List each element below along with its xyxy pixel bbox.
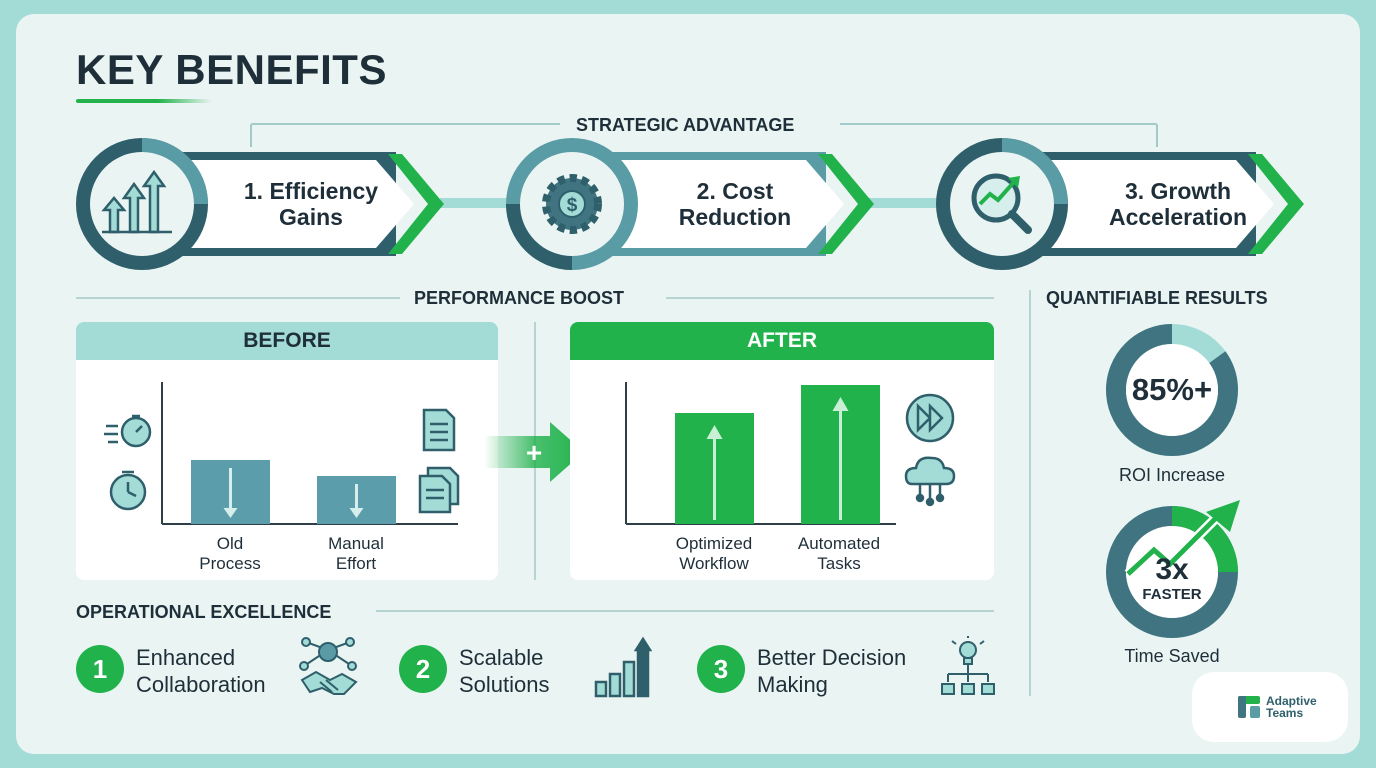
op-item-2-line2: Solutions: [459, 672, 550, 697]
brand-line2: Teams: [1266, 706, 1304, 720]
before-bar-2-label-line1: Manual: [328, 534, 384, 553]
op-item-3-number: 3: [697, 645, 745, 693]
step-1-text: 1. Efficiency Gains: [226, 178, 396, 230]
operational-excellence-label: OPERATIONAL EXCELLENCE: [76, 602, 332, 622]
adaptive-teams-logo-icon: [1238, 696, 1260, 718]
before-bar-2-label-line2: Effort: [335, 554, 377, 573]
roi-donut: [1106, 324, 1238, 456]
op-item-1-line2: Collaboration: [136, 672, 266, 697]
page-title: KEY BENEFITS: [76, 46, 387, 93]
after-bar-2-up-arrow-icon: [832, 397, 849, 411]
time-saved-gauge: [1106, 500, 1240, 638]
brand-line1: Adaptive: [1266, 694, 1317, 708]
before-bar-1-label-line1: Old: [216, 534, 244, 553]
op-item-2-text: Scalable Solutions: [459, 644, 550, 698]
dollar-gear-icon: $: [542, 174, 602, 234]
title-underline: [76, 99, 212, 103]
after-bar-1-label: Optimized Workflow: [660, 534, 768, 574]
lightbulb-flow-icon: [941, 636, 995, 695]
op-item-3-line1: Better Decision: [757, 645, 907, 670]
after-header: AFTER: [570, 322, 994, 360]
step-3-text: 3. Growth Acceleration: [1090, 178, 1266, 230]
stopwatch-speed-icon: [104, 414, 152, 448]
brand-text: Adaptive Teams: [1266, 695, 1317, 719]
op-item-1-line1: Enhanced: [136, 645, 236, 670]
step-3-subtitle: Acceleration: [1108, 204, 1248, 230]
after-bar-2-label-line1: Automated: [797, 534, 881, 553]
before-bar-2-label: Manual Effort: [306, 534, 406, 574]
transition-arrow: +: [484, 422, 584, 482]
op-item-2-number: 2: [399, 645, 447, 693]
brand-badge: [1192, 672, 1348, 742]
before-header: BEFORE: [76, 322, 498, 360]
op-item-2-line1: Scalable: [459, 645, 544, 670]
after-panel: AFTER: [570, 322, 994, 580]
strategic-advantage-label: STRATEGIC ADVANTAGE: [576, 115, 795, 135]
after-bar-2-label-line2: Tasks: [817, 554, 861, 573]
op-item-3-line2: Making: [757, 672, 828, 697]
after-bar-1-label-line2: Workflow: [679, 554, 749, 573]
op-item-1-number: 1: [76, 645, 124, 693]
before-chart: [104, 382, 460, 525]
time-value: 3x: [1155, 553, 1189, 586]
magnifier-chart-icon: [971, 173, 1032, 234]
fast-forward-icon: [905, 393, 955, 443]
rising-bars-icon: [101, 169, 172, 234]
before-bar-1-down-arrow-icon: [223, 508, 238, 518]
after-bar-1-up-arrow-icon: [706, 425, 723, 439]
before-bar-1-label: Old Process: [180, 534, 280, 574]
step-2-subtitle: Reduction: [678, 204, 792, 230]
transition-plus: +: [526, 437, 542, 468]
handshake-network-icon: [299, 637, 358, 695]
step-2-text: 2. Cost Reduction: [650, 178, 820, 230]
time-caption: Time Saved: [1124, 646, 1220, 666]
strategic-bracket: [250, 123, 1158, 208]
after-bar-2-label: Automated Tasks: [784, 534, 894, 574]
step-3-title: 3. Growth: [1124, 178, 1232, 204]
performance-boost-label: PERFORMANCE BOOST: [414, 288, 625, 308]
step-2-shape: $: [506, 138, 874, 270]
after-bar-1-label-line1: Optimized: [675, 534, 753, 553]
quantifiable-results-label: QUANTIFIABLE RESULTS: [1046, 288, 1268, 308]
time-sub: FASTER: [1142, 586, 1202, 603]
before-bar-1-label-line2: Process: [199, 554, 261, 573]
growth-bars-icon: [594, 636, 653, 698]
trend-arrow-icon: [1206, 500, 1240, 532]
step-1-subtitle: Gains: [279, 204, 343, 230]
roi-value: 85%+: [1131, 372, 1213, 407]
roi-caption: ROI Increase: [1118, 465, 1226, 485]
documents-stack-icon: [418, 466, 460, 514]
step-1-title: 1. Efficiency: [243, 178, 379, 204]
clock-icon: [109, 470, 147, 511]
op-item-1-text: Enhanced Collaboration: [136, 644, 266, 698]
step-3-shape: [936, 138, 1304, 270]
step-2-title: 2. Cost: [696, 178, 774, 204]
svg-text:$: $: [567, 195, 578, 216]
document-icon: [422, 408, 456, 452]
before-bar-2-down-arrow-icon: [349, 508, 364, 518]
op-item-3-text: Better Decision Making: [757, 644, 906, 698]
cloud-network-icon: [904, 456, 956, 507]
after-chart: [625, 382, 956, 525]
step-1-shape: [76, 138, 444, 270]
